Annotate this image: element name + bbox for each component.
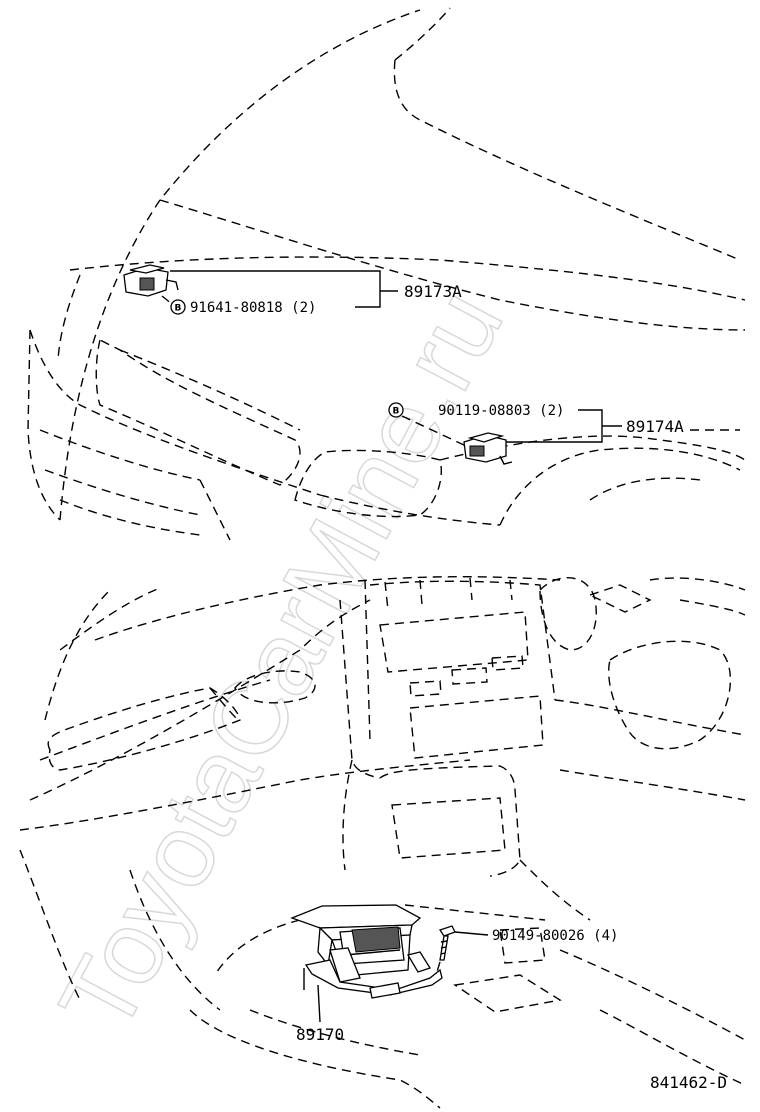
- label-front-right-sensor: 89174A: [626, 417, 684, 436]
- label-ecu-bolt: 90149-80026 (4): [492, 928, 618, 944]
- ecu-leader: [317, 984, 321, 1023]
- front-left-bracket: [170, 270, 381, 308]
- diagram-id: 841462-D: [650, 1073, 727, 1092]
- label-ecu: 89170: [296, 1025, 344, 1044]
- front-left-bolt-leader: [161, 295, 173, 305]
- label-front-right-bolt: 90119-08803 (2): [438, 403, 564, 419]
- front-left-bolt-marker: B: [170, 299, 186, 315]
- label-front-left-sensor: 89173A: [404, 282, 462, 301]
- ecu-bolt-leader: [454, 931, 489, 936]
- front-left-airbag-sensor: [123, 264, 179, 297]
- airbag-ecu: [290, 904, 443, 999]
- svg-text:B: B: [393, 407, 400, 417]
- front-right-airbag-sensor: [463, 432, 513, 465]
- label-front-left-bolt: 91641-80818 (2): [190, 300, 316, 316]
- front-right-bolt-marker: B: [388, 402, 404, 418]
- front-right-bolt-leader: [401, 415, 467, 447]
- dashboard-outline: [19, 576, 746, 1109]
- ecu-mounting-bolt: [438, 925, 456, 961]
- svg-text:B: B: [175, 304, 182, 314]
